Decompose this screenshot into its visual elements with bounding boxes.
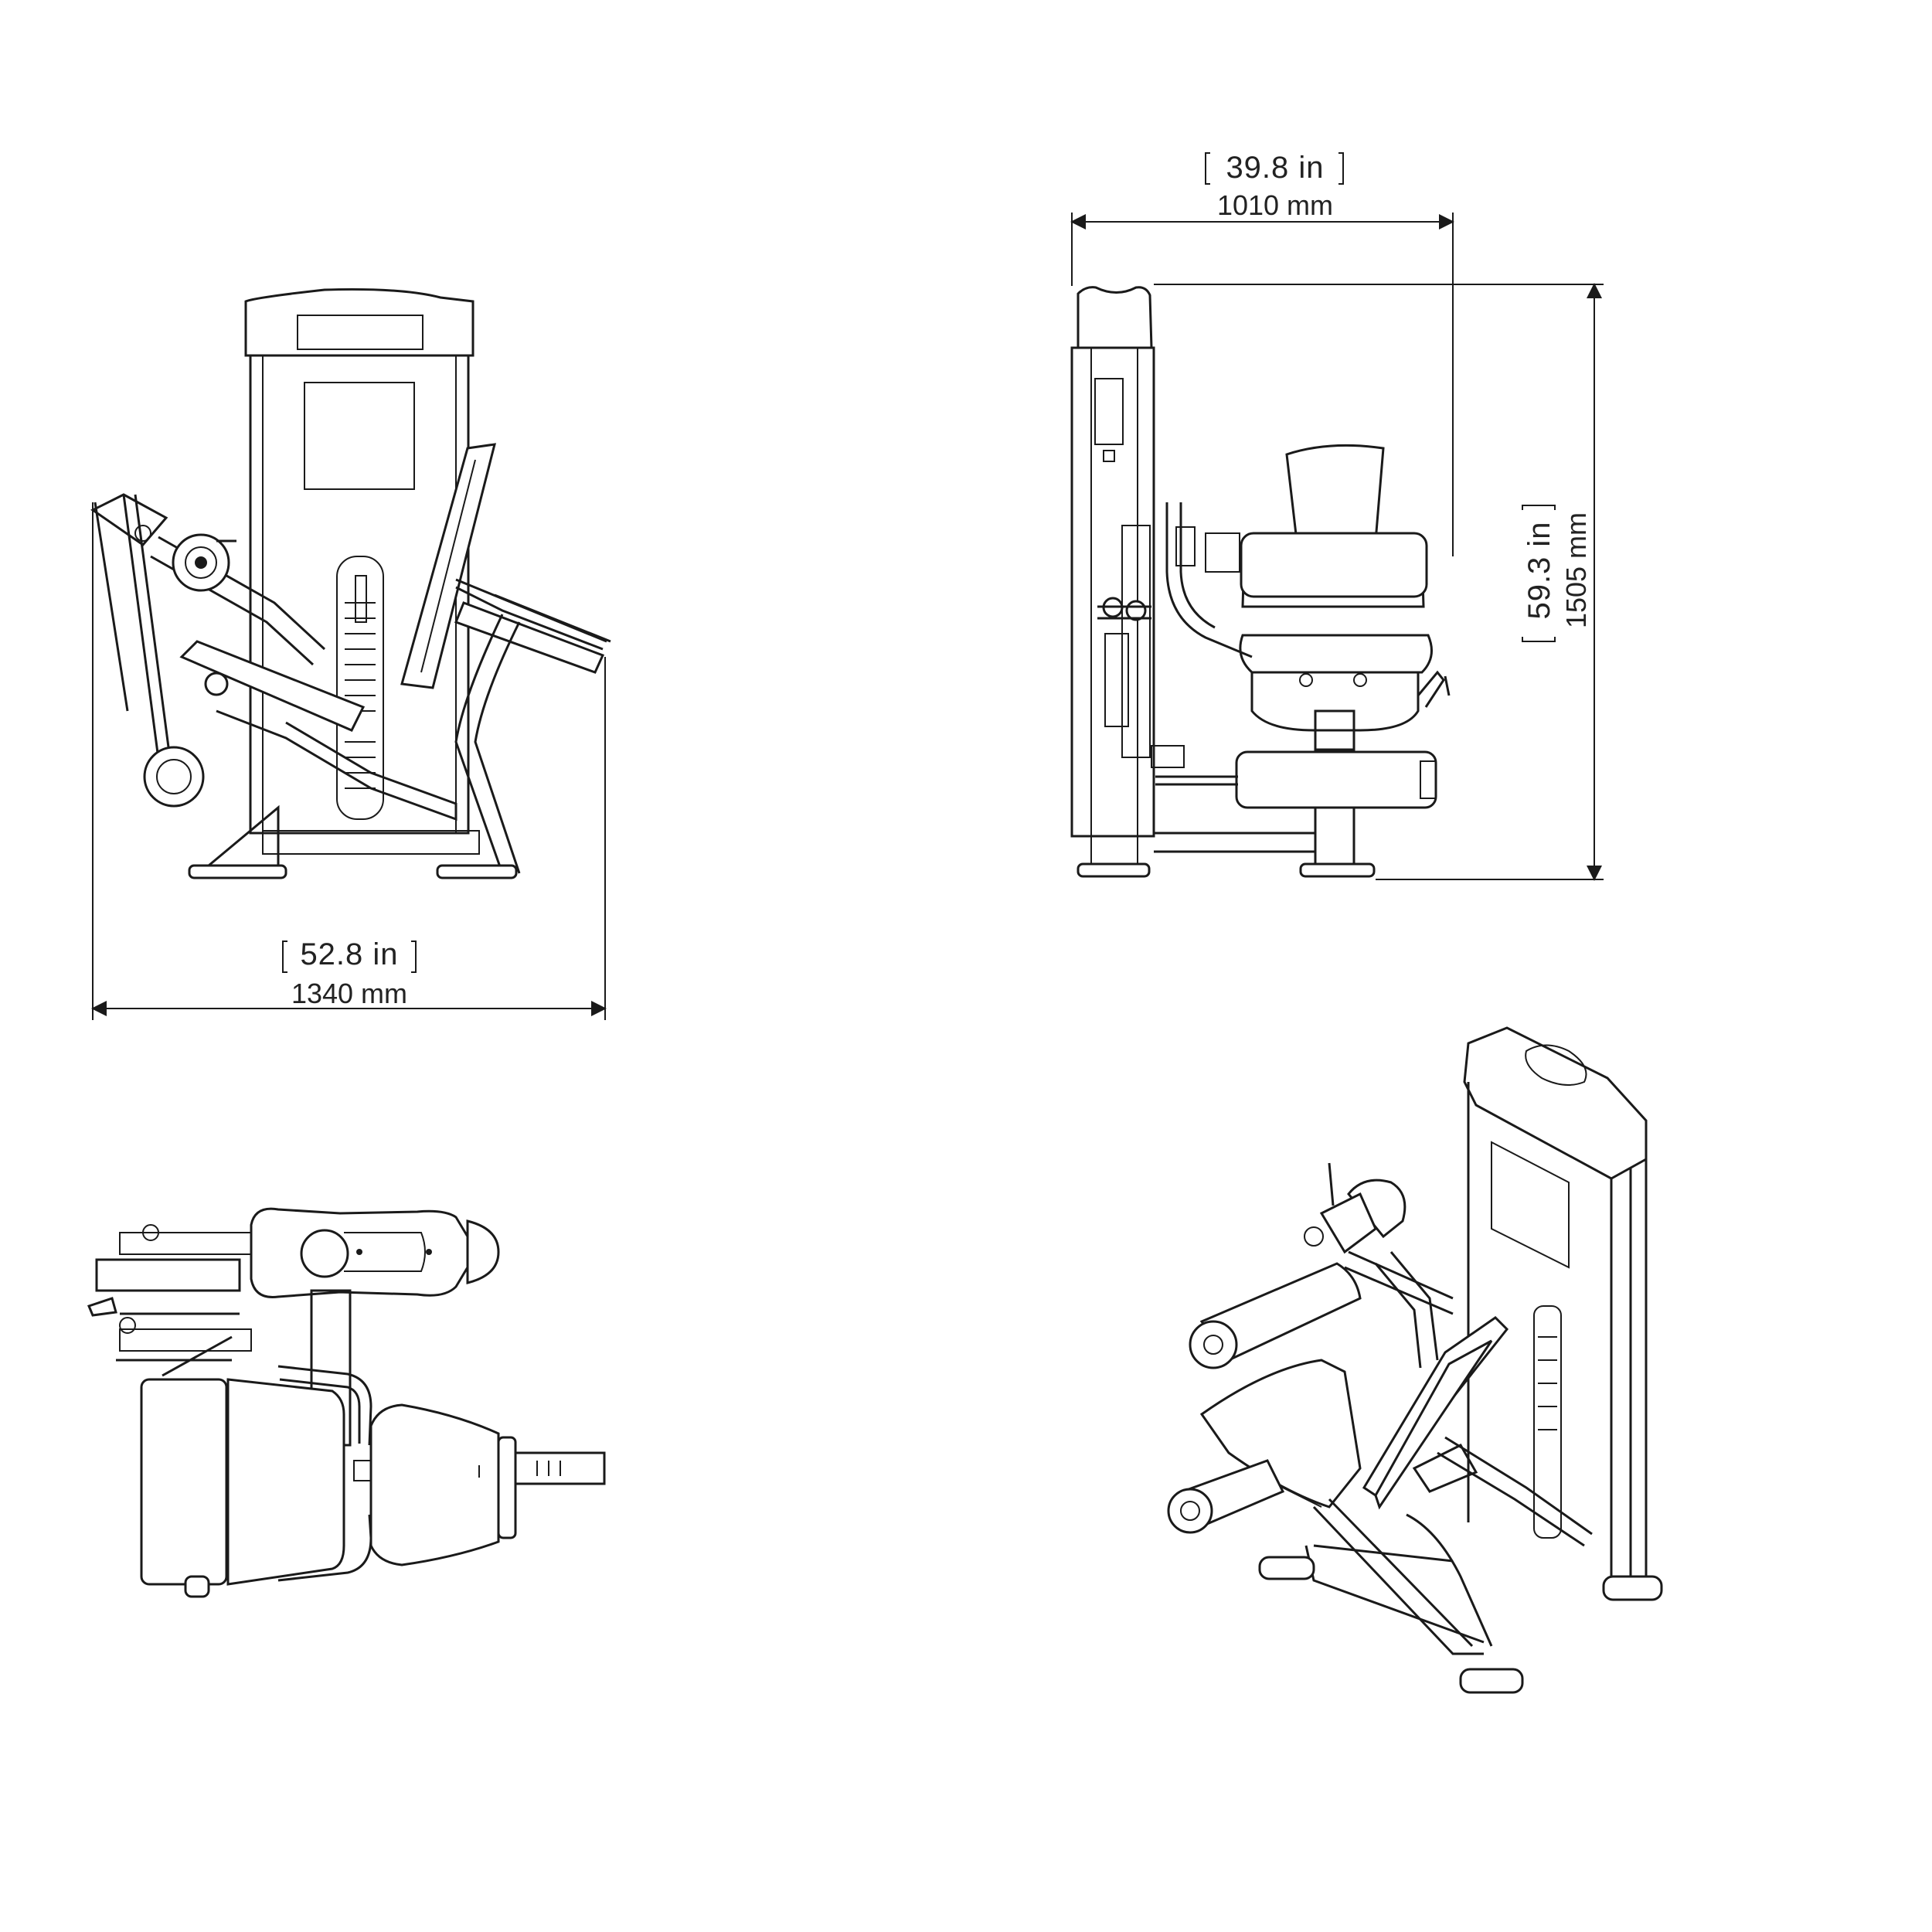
side-view: 52.8 in 1340 mm — [90, 287, 611, 1020]
width-mm: 1010 mm — [1217, 189, 1333, 221]
depth-inches: 52.8 in — [300, 937, 398, 971]
height-mm: 1505 mm — [1560, 512, 1592, 628]
front-view: 39.8 in 1010 mm 59.3 in 1505 mm — [1070, 151, 1604, 881]
top-view — [87, 1207, 606, 1598]
height-inches: 59.3 in — [1522, 521, 1556, 619]
isometric-view — [1167, 1026, 1663, 1694]
depth-mm: 1340 mm — [291, 978, 407, 1009]
width-inches: 39.8 in — [1226, 151, 1324, 185]
